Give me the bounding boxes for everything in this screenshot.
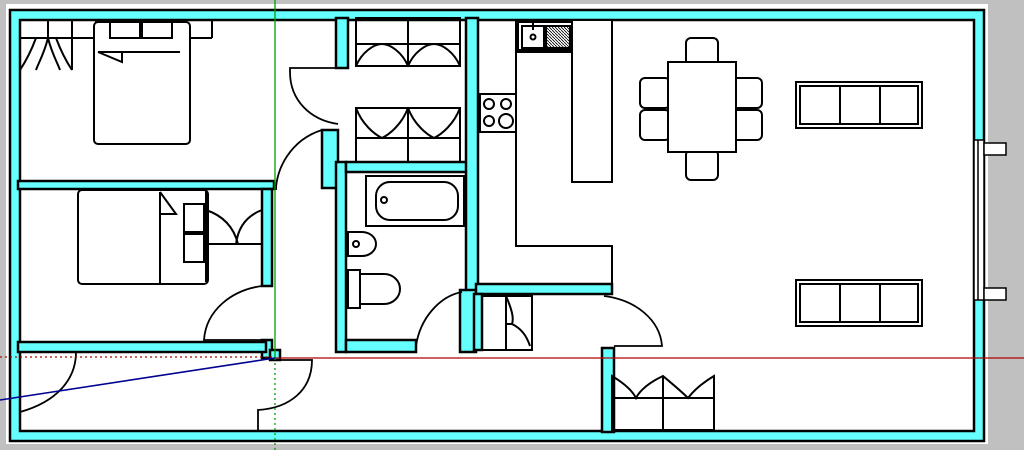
partition-wall — [464, 16, 480, 314]
bed-blanket — [97, 51, 180, 64]
bed-blanket — [159, 191, 178, 284]
washbasin — [347, 231, 377, 257]
bed-pillow — [109, 21, 141, 39]
stove-burner — [483, 98, 495, 110]
wardrobe-door — [355, 107, 461, 140]
doors — [19, 67, 663, 432]
kitchen-sink — [517, 21, 573, 51]
door-swing — [275, 129, 323, 191]
toilet-bowl — [359, 273, 401, 305]
sink-drainboard — [545, 25, 571, 49]
single-bed — [77, 189, 209, 285]
door-swing — [415, 291, 463, 347]
wardrobe-door — [19, 37, 38, 71]
partition-wall — [260, 187, 274, 288]
wardrobe-door — [54, 37, 73, 71]
wardrobe — [355, 17, 461, 163]
washbasin-bowl — [347, 231, 377, 257]
door-swing — [289, 67, 339, 125]
dining-chair — [685, 149, 719, 181]
partition-wall — [344, 338, 418, 354]
stove-burner — [500, 98, 512, 110]
furniture — [19, 17, 923, 431]
sofa-back — [799, 283, 919, 323]
partition-wall — [344, 160, 478, 174]
partition-wall — [334, 160, 348, 354]
dining-chair — [639, 109, 671, 141]
sofa-back — [799, 85, 919, 125]
wardrobe — [205, 190, 263, 282]
kitchen-counter — [477, 19, 613, 284]
exterior-wall — [8, 8, 986, 443]
window-frame — [973, 139, 985, 301]
wardrobe-door — [355, 42, 461, 67]
wardrobe — [481, 295, 533, 351]
door-swing — [203, 285, 263, 341]
sink-drain — [529, 33, 537, 41]
kitchen-island — [571, 19, 613, 183]
dining-table — [667, 61, 737, 153]
bed-frame — [93, 21, 191, 145]
bathtub — [365, 175, 465, 227]
toilet — [347, 269, 401, 309]
door-swing — [19, 351, 77, 413]
stove — [479, 93, 517, 133]
partition-wall — [16, 340, 268, 354]
wardrobe-door — [611, 374, 715, 401]
wardrobe — [19, 20, 213, 71]
sofa — [795, 279, 923, 327]
sofa — [795, 81, 923, 129]
bed-pillow — [183, 233, 205, 263]
bathtub-inner — [375, 181, 459, 221]
wardrobe-door — [505, 295, 531, 347]
dining-set — [639, 37, 763, 181]
toilet-tank — [347, 269, 361, 309]
bathtub-drain — [380, 196, 388, 204]
double-bed — [93, 21, 191, 145]
wardrobe-door — [235, 209, 263, 245]
partition-wall — [472, 292, 484, 352]
window-handle — [983, 142, 1007, 156]
bed-pillow — [141, 21, 173, 39]
washbasin-drain — [352, 240, 360, 248]
counter-outline — [477, 19, 613, 284]
window — [973, 139, 1007, 301]
bed-pillow — [183, 203, 205, 233]
wardrobe — [611, 374, 715, 431]
blue-axis — [0, 357, 276, 401]
stove-burner — [498, 113, 514, 129]
partition-wall — [334, 16, 350, 70]
partition-wall — [16, 179, 276, 191]
door-swing — [257, 359, 313, 432]
window-handle — [983, 287, 1007, 301]
wardrobe-door — [35, 37, 49, 71]
partition-wall — [474, 282, 614, 296]
dining-chair — [639, 77, 671, 109]
wardrobe-door — [47, 37, 61, 71]
partition-wall — [320, 128, 340, 190]
door-swing — [603, 295, 663, 347]
stove-burner — [483, 115, 495, 127]
